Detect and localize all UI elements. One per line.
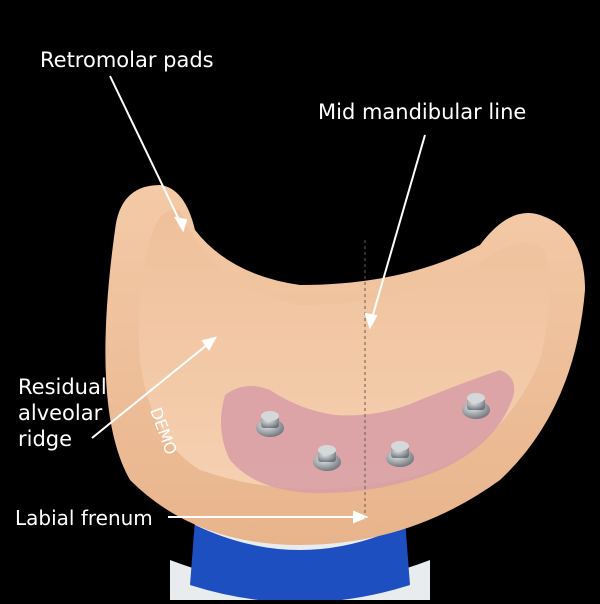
label-mid-mandibular-line: Mid mandibular line: [318, 100, 527, 124]
gingiva-mask: [221, 370, 515, 494]
implant-1: [256, 411, 284, 437]
annotation-arrows: [91, 75, 426, 524]
label-residual-alveolar-ridge: Residual alveolar ridge: [18, 375, 107, 451]
implant-4: [462, 393, 490, 419]
arrow-ridge: [91, 339, 214, 439]
label-retromolar-pads: Retromolar pads: [40, 48, 214, 72]
arrowhead-retromolar: [174, 216, 188, 233]
implant-2: [313, 445, 341, 471]
label-labial-frenum: Labial frenum: [15, 506, 153, 530]
arrowhead-mid: [364, 312, 378, 330]
arrow-mid: [369, 134, 426, 326]
arrowhead-labial: [353, 510, 369, 524]
arrowhead-ridge: [201, 336, 217, 351]
arrow-retromolar: [109, 75, 184, 229]
implant-3: [386, 441, 414, 467]
